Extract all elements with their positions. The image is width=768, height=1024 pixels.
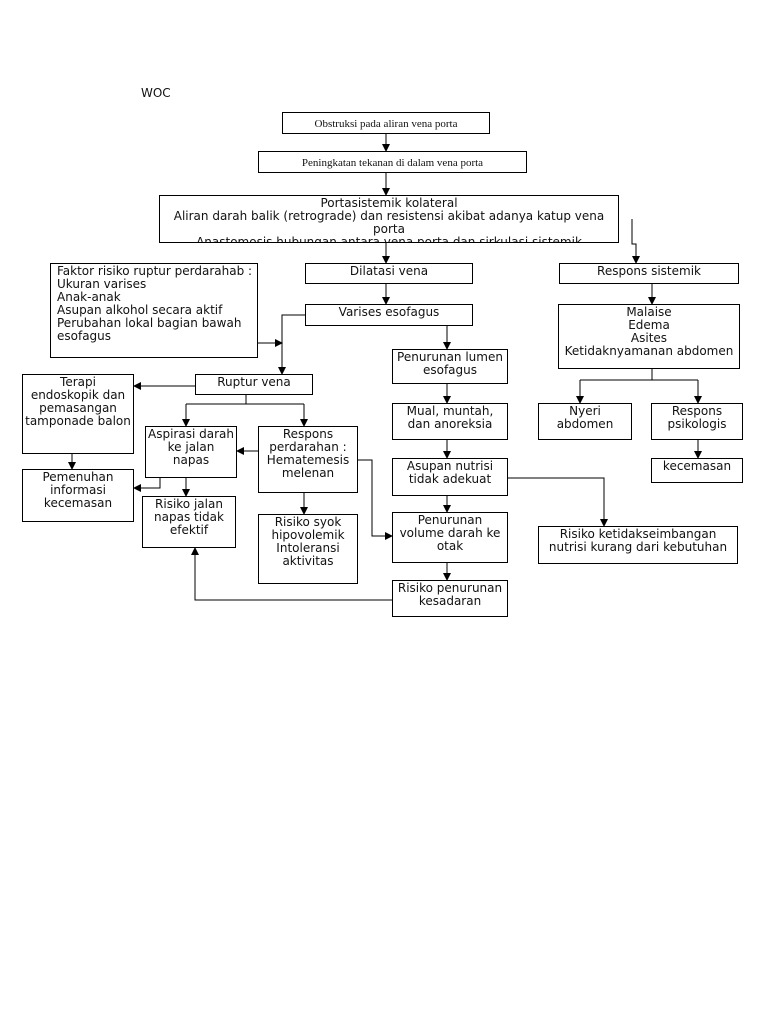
node-risiko-syok: Risiko syok hipovolemik Intoleransi akti… [258,514,358,584]
node-respons-perdarahan: Respons perdarahan : Hematemesis melenan [258,426,358,493]
node-varises-esofagus: Varises esofagus [305,304,473,326]
node-kecemasan: kecemasan [651,458,743,483]
node-risiko-nutrisi: Risiko ketidakseimbangan nutrisi kurang … [538,526,738,564]
node-risiko-kesadaran: Risiko penurunan kesadaran [392,580,508,617]
arrow-asupan-risiko-nutrisi [508,477,608,527]
node-pemenuhan: Pemenuhan informasi kecemasan [22,469,134,522]
arrow-portasistemik-respons-sistemik [631,219,640,264]
node-aspirasi: Aspirasi darah ke jalan napas [145,426,237,478]
node-penurunan-lumen: Penurunan lumen esofagus [392,349,508,384]
arrow-aspirasi-pemenuhan [133,478,161,492]
node-terapi: Terapi endoskopik dan pemasangan tampona… [22,374,134,454]
node-portasistemik: Portasistemik kolateral Aliran darah bal… [159,195,619,243]
diagram-title: WOC [141,86,171,100]
node-obstruksi: Obstruksi pada aliran vena porta [282,112,490,134]
node-malaise: Malaise Edema Asites Ketidaknyamanan abd… [558,304,740,369]
arrow-kesadaran-risiko-jalan-napas [191,547,392,601]
node-risiko-jalan-napas: Risiko jalan napas tidak efektif [142,496,236,548]
arrow-varises-ruptur [278,314,305,375]
arrow-respons-perdarahan-penurunan-volume [358,459,393,540]
node-respons-psikologis: Respons psikologis [651,403,743,440]
node-nyeri-abdomen: Nyeri abdomen [538,403,632,440]
node-respons-sistemik: Respons sistemik [559,263,739,284]
node-asupan: Asupan nutrisi tidak adekuat [392,458,508,496]
node-dilatasi-vena: Dilatasi vena [305,263,473,284]
node-mual: Mual, muntah, dan anoreksia [392,403,508,440]
node-faktor-risiko: Faktor risiko ruptur perdarahab : Ukuran… [50,263,258,358]
node-penurunan-volume: Penurunan volume darah ke otak [392,512,508,563]
node-ruptur-vena: Ruptur vena [195,374,313,395]
node-peningkatan: Peningkatan tekanan di dalam vena porta [258,151,527,173]
